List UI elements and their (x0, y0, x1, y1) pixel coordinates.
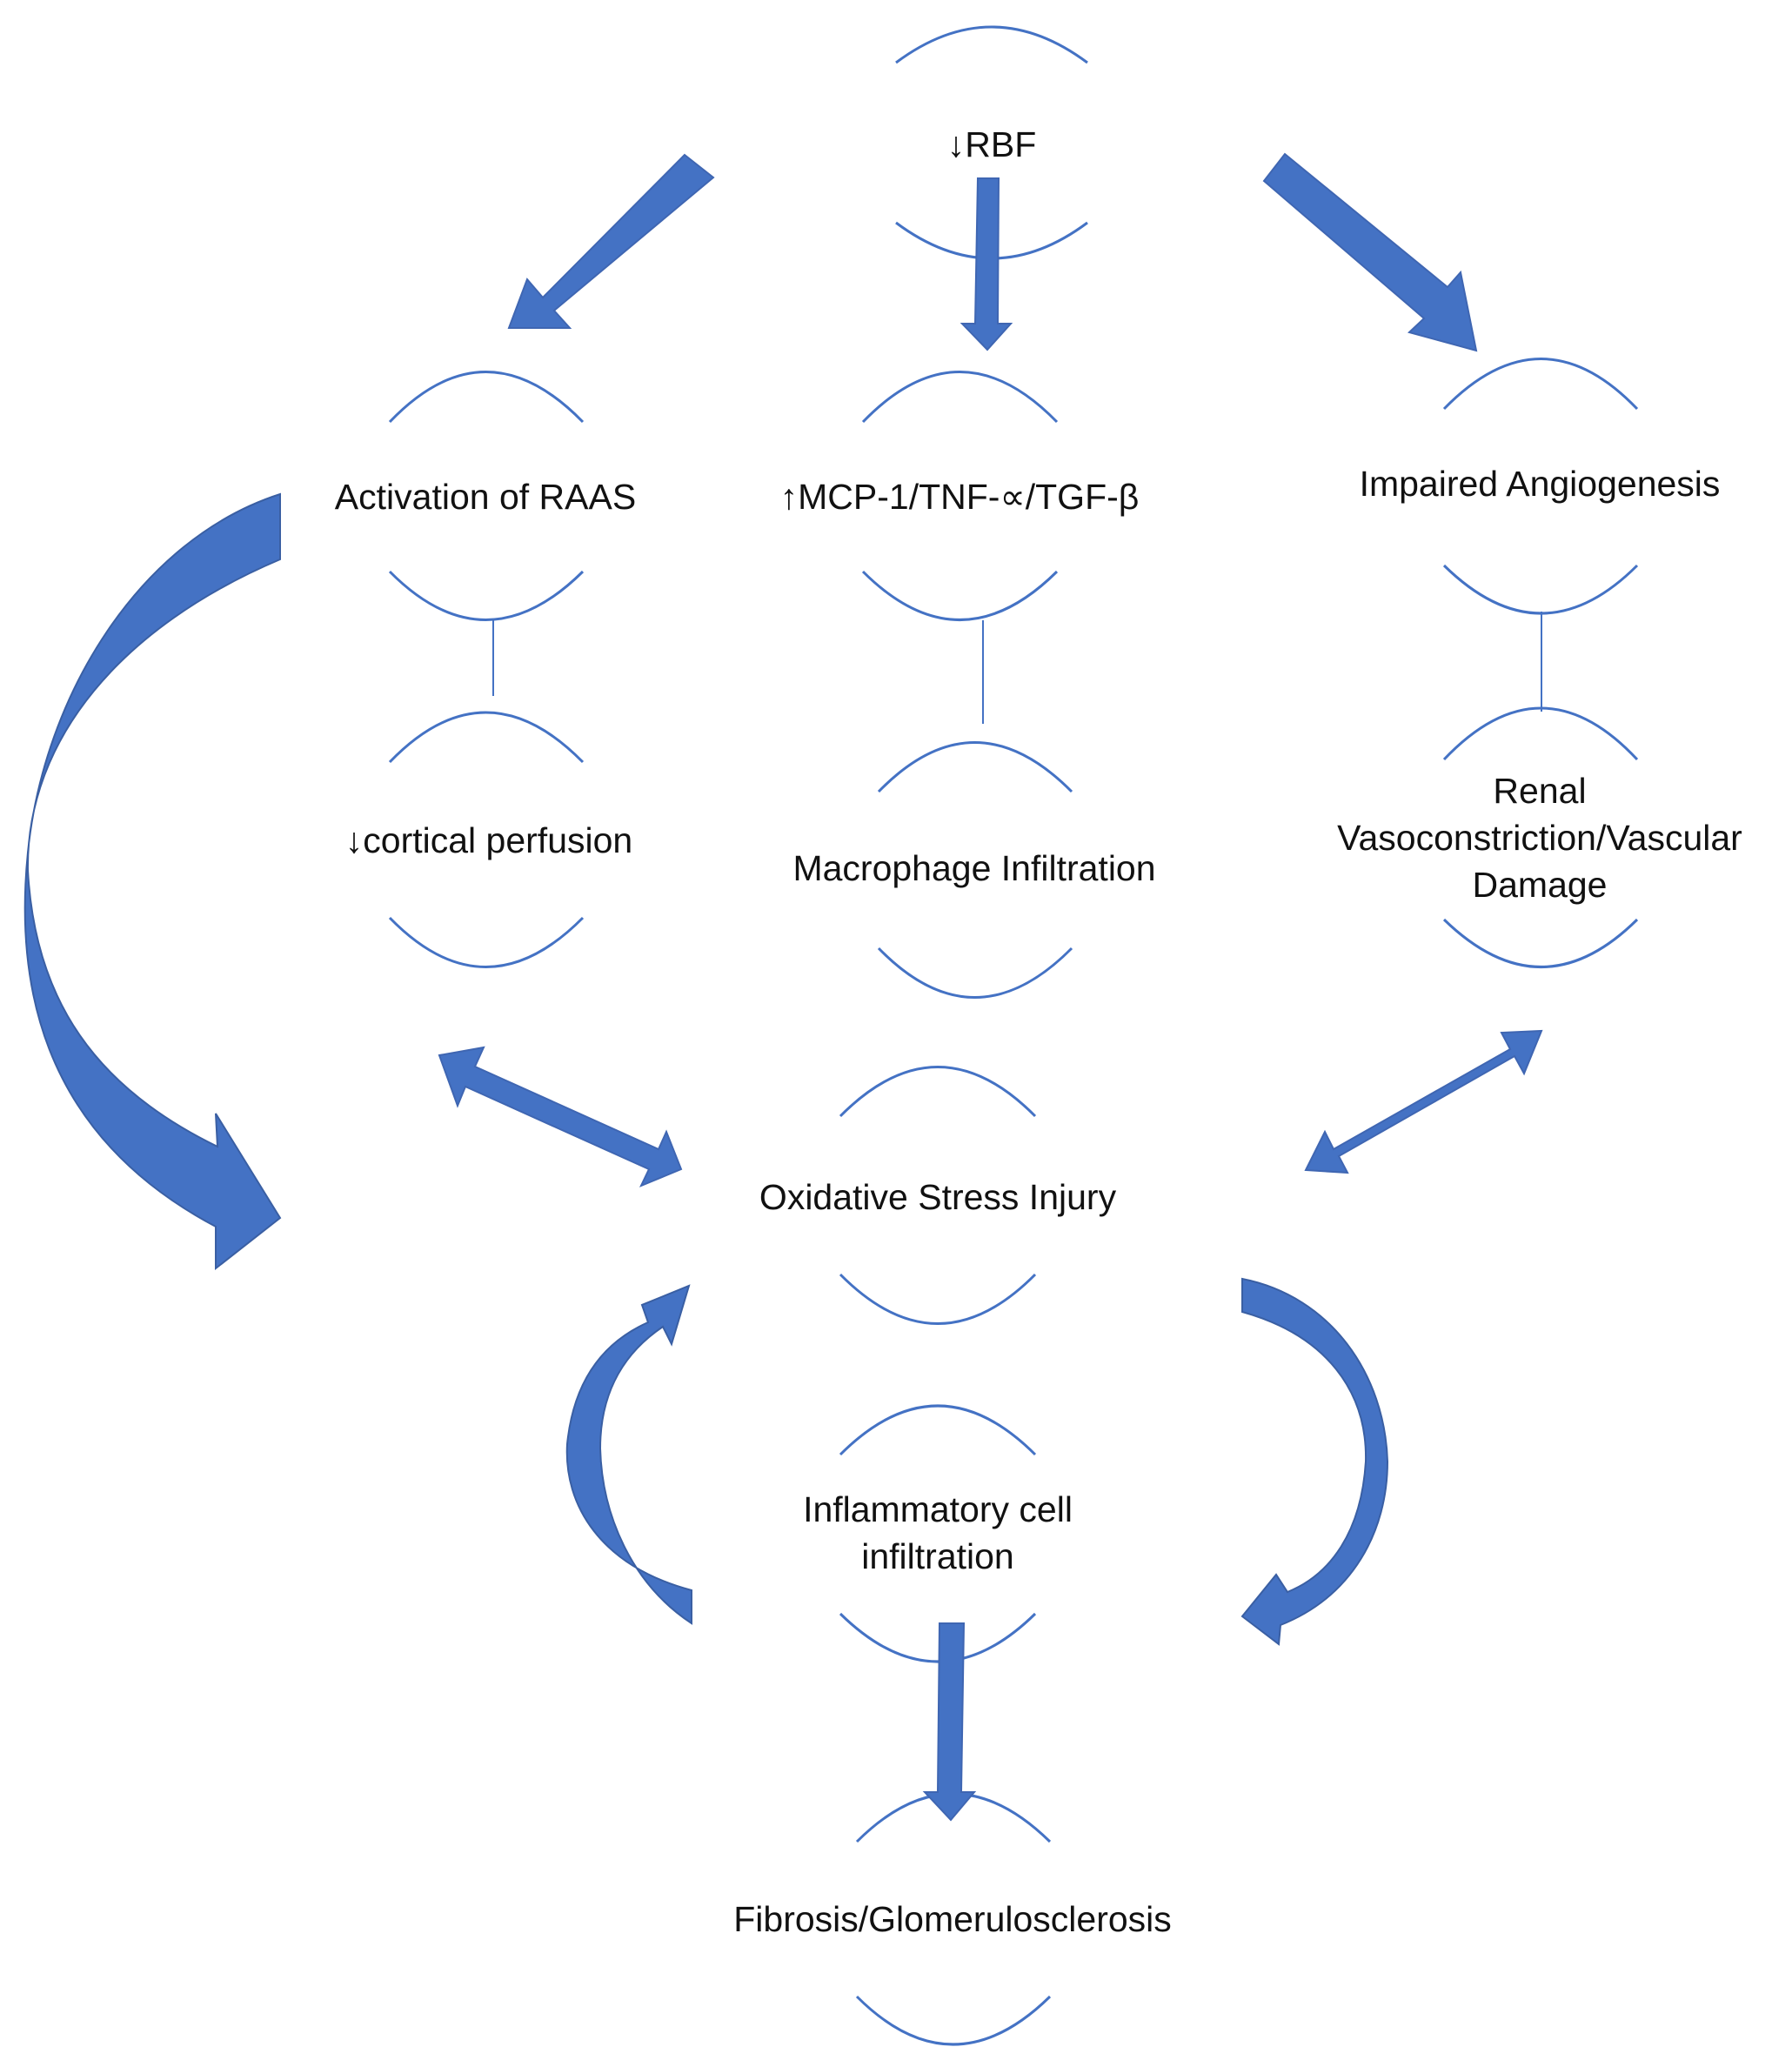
label-renal-line1: Renal (1493, 771, 1587, 811)
label-inflammatory-line2: infiltration (861, 1536, 1014, 1576)
node-macrophage-brackets (877, 741, 1073, 999)
node-oxidative-brackets (839, 1066, 1037, 1325)
label-macrophage: Macrophage Infiltration (792, 848, 1156, 888)
node-raas-brackets (388, 371, 585, 621)
curved-arrow-inflammatory-to-oxidative (565, 1284, 692, 1625)
curved-arrow-oxidative-to-inflammatory (1240, 1277, 1389, 1646)
arrow-rbf-to-cytokines (960, 177, 1013, 351)
label-cytokines: ↑MCP-1/TNF-∝/TGF-β (779, 477, 1140, 517)
label-rbf: ↓RBF (946, 124, 1037, 164)
label-cortical-perfusion: ↓cortical perfusion (344, 820, 633, 860)
curved-arrow-raas-to-oxidative (23, 492, 282, 1271)
label-fibrosis: Fibrosis/Glomerulosclerosis (733, 1899, 1172, 1939)
arrow-cortical-oxidative (438, 1046, 683, 1187)
label-raas: Activation of RAAS (334, 477, 637, 517)
label-renal-line2: Vasoconstriction/Vascular (1337, 818, 1742, 858)
label-oxidative: Oxidative Stress Injury (759, 1177, 1117, 1217)
node-cortical-brackets (388, 711, 585, 968)
arrow-inflammatory-to-fibrosis (922, 1622, 977, 1822)
arrow-renal-oxidative (1304, 1029, 1543, 1174)
arrow-rbf-to-raas (507, 153, 715, 329)
label-inflammatory-line1: Inflammatory cell (803, 1489, 1073, 1529)
label-renal-line3: Damage (1472, 865, 1608, 905)
label-inflammatory: Inflammatory cell infiltration (803, 1486, 1073, 1580)
label-renal: Renal Vasoconstriction/Vascular Damage (1337, 767, 1742, 908)
label-angiogenesis: Impaired Angiogenesis (1359, 464, 1721, 504)
node-cytokines-brackets (861, 371, 1059, 621)
node-inflammatory-brackets (839, 1404, 1037, 1663)
arrow-rbf-to-angiogenesis (1262, 152, 1478, 352)
